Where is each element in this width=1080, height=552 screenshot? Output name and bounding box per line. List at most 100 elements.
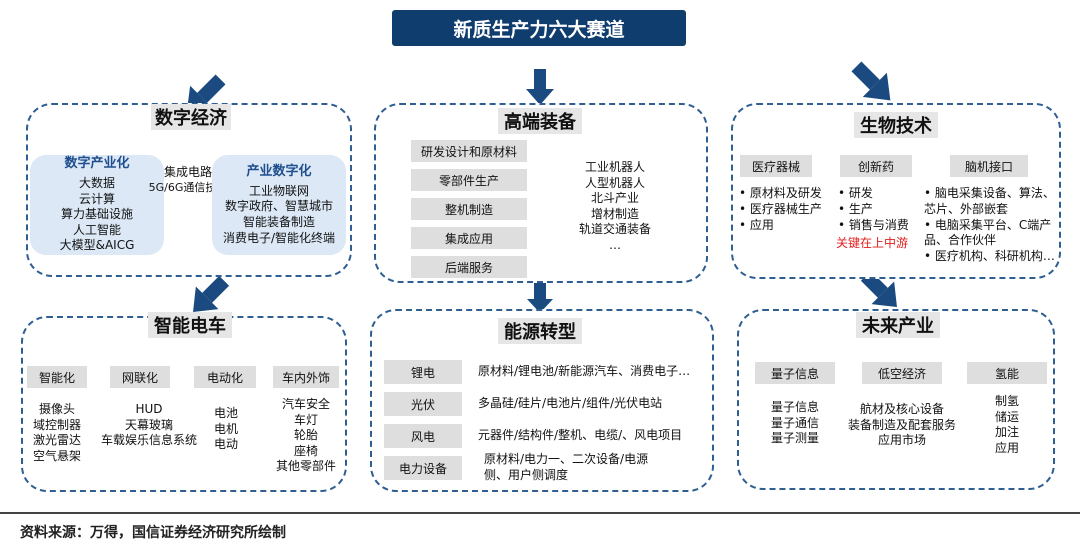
list-item: 人工智能	[72, 222, 121, 237]
arrow-equipment	[526, 69, 554, 105]
bio-list-devices: 原材料及研发 医疗器械生产 应用	[739, 186, 839, 233]
list-item: 座椅	[293, 443, 318, 458]
list-item: 集成电路	[163, 165, 212, 179]
list-item: 电脑采集平台、C端产品、合作伙伴	[924, 218, 1056, 250]
list-item: 消费电子/智能化终端	[222, 230, 336, 245]
box-header: 产业数字化	[246, 163, 312, 179]
list-item: 电机	[213, 421, 238, 436]
list-item: 应用	[739, 218, 839, 234]
arrow-car	[193, 275, 230, 312]
list-item: 电池	[213, 406, 238, 420]
car-tag: 电动化	[194, 366, 256, 388]
list-item: 车灯	[293, 412, 318, 427]
equipment-items: 工业机器人 人型机器人 北斗产业 增材制造 轨道交通装备 …	[560, 160, 670, 254]
car-col-electric: 电池 电机 电动	[198, 406, 254, 453]
equipment-tag: 后端服务	[411, 256, 527, 278]
list-item: 域控制器	[32, 417, 81, 432]
list-item: 空气悬架	[32, 448, 81, 463]
car-col-trim: 汽车安全 车灯 轮胎 座椅 其他零部件	[268, 397, 344, 475]
equipment-tag: 零部件生产	[411, 169, 527, 191]
list-item: 脑电采集设备、算法、芯片、外部嵌套	[924, 186, 1056, 218]
list-item: 智能装备制造	[242, 214, 315, 229]
list-item: 应用	[994, 440, 1019, 455]
section-smart-ev	[21, 316, 347, 492]
list-item: HUD	[135, 402, 163, 416]
list-item: 加注	[994, 425, 1019, 440]
list-item: 量子通信	[770, 415, 819, 430]
section-title-bio: 生物技术	[854, 112, 938, 138]
list-item: 北斗产业	[590, 191, 639, 206]
energy-text: 原材料/电力一、二次设备/电源侧、用户侧调度	[484, 452, 649, 482]
list-item: 激光雷达	[32, 433, 81, 448]
bio-note: 关键在上中游	[836, 236, 909, 250]
digital-industrialization-box: 数字产业化 大数据 云计算 算力基础设施 人工智能 大模型&AICG	[30, 155, 164, 255]
list-item: 天幕玻璃	[124, 417, 173, 432]
industrial-digitalization-box: 产业数字化 工业物联网 数字政府、智慧城市 智能装备制造 消费电子/智能化终端	[212, 155, 346, 255]
future-tag: 氢能	[967, 362, 1047, 384]
list-item: 储运	[994, 409, 1019, 424]
list-item: 销售与消费	[838, 218, 922, 234]
future-col-lowalt: 航材及核心设备 装备制造及配套服务 应用市场	[844, 402, 960, 449]
future-col-quantum: 量子信息 量子通信 量子测量	[755, 400, 835, 447]
list-item: 航材及核心设备	[859, 402, 944, 416]
list-item: 原材料及研发	[739, 186, 839, 202]
equipment-tag: 整机制造	[411, 198, 527, 220]
list-item: 算力基础设施	[60, 207, 133, 222]
list-item: 工业物联网	[248, 183, 309, 198]
list-item: 摄像头	[38, 402, 75, 416]
footer-divider	[0, 512, 1080, 514]
list-item: 大数据	[78, 175, 115, 190]
list-item: 轮胎	[293, 428, 318, 443]
energy-tag: 光伏	[384, 392, 462, 416]
bio-tag: 脑机接口	[950, 155, 1028, 177]
list-item: 医疗机构、科研机构…	[924, 249, 1056, 265]
list-item: 汽车安全	[281, 397, 330, 411]
list-item: 5G/6G通信技术	[148, 180, 228, 194]
bio-tag: 创新药	[840, 155, 912, 177]
energy-text: 原材料/锂电池/新能源汽车、消费电子…	[478, 364, 691, 378]
energy-tag: 风电	[384, 424, 462, 448]
list-item: 工业机器人	[584, 160, 645, 174]
list-item: 云计算	[78, 191, 115, 206]
car-col-connected: HUD 天幕玻璃 车载娱乐信息系统	[96, 402, 202, 449]
energy-text: 元器件/结构件/整机、电缆/、风电项目	[478, 428, 683, 442]
future-tag: 低空经济	[862, 362, 942, 384]
list-item: 生产	[838, 202, 922, 218]
list-item: 医疗器械生产	[739, 202, 839, 218]
future-col-hydrogen: 制氢 储运 加注 应用	[967, 394, 1047, 456]
energy-tag: 电力设备	[384, 456, 462, 480]
box-header: 数字产业化	[64, 156, 130, 172]
bio-list-bci: 脑电采集设备、算法、芯片、外部嵌套 电脑采集平台、C端产品、合作伙伴 医疗机构、…	[924, 186, 1056, 265]
bio-tag: 医疗器械	[740, 155, 812, 177]
page-title: 新质生产力六大赛道	[392, 10, 686, 46]
list-item: 量子测量	[770, 431, 819, 446]
list-item: 电动	[213, 437, 238, 452]
equipment-tag: 集成应用	[411, 227, 527, 249]
list-item: 应用市场	[877, 433, 926, 448]
section-title-digital: 数字经济	[151, 104, 231, 130]
list-item: 数字政府、智慧城市	[224, 199, 333, 214]
energy-text: 多晶硅/硅片/电池片/组件/光伏电站	[478, 396, 663, 410]
list-item: 其他零部件	[275, 459, 336, 474]
list-item: 量子信息	[770, 400, 819, 414]
section-title-equipment: 高端装备	[498, 108, 582, 134]
list-item: 制氢	[994, 394, 1019, 408]
section-future-industries	[737, 309, 1055, 490]
car-tag: 智能化	[27, 366, 87, 388]
future-tag: 量子信息	[755, 362, 835, 384]
list-item: …	[609, 237, 621, 252]
car-col-smart: 摄像头 域控制器 激光雷达 空气悬架	[25, 402, 89, 464]
section-title-future: 未来产业	[856, 312, 940, 338]
section-title-car: 智能电车	[148, 312, 232, 338]
arrow-bio	[851, 61, 891, 101]
list-item: 大模型&AICG	[59, 238, 135, 253]
section-title-energy: 能源转型	[498, 318, 582, 344]
list-item: 装备制造及配套服务	[847, 417, 956, 432]
arrow-energy	[527, 281, 553, 313]
list-item: 车载娱乐信息系统	[100, 433, 197, 448]
list-item: 人型机器人	[584, 175, 645, 190]
equipment-tag: 研发设计和原材料	[411, 140, 527, 162]
list-item: 轨道交通装备	[578, 222, 651, 237]
source-note: 资料来源：万得，国信证券经济研究所绘制	[20, 525, 286, 541]
energy-tag: 锂电	[384, 360, 462, 384]
